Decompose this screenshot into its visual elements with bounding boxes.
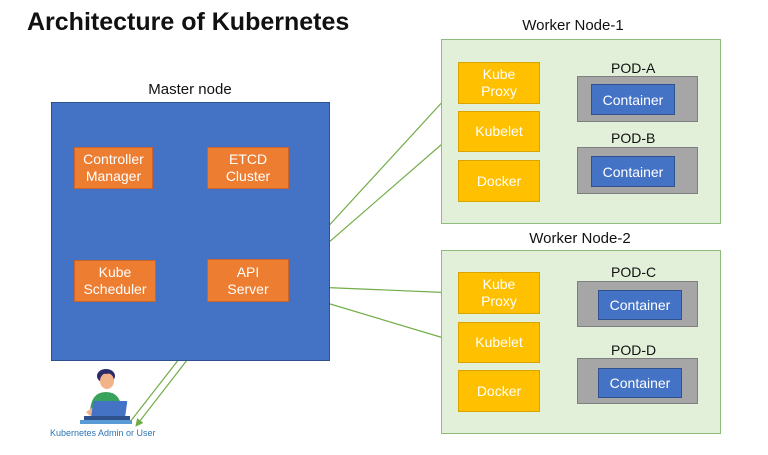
container-a: Container xyxy=(591,84,675,115)
worker-node-2-label: Worker Node-2 xyxy=(529,230,631,247)
controller-manager: Controller Manager xyxy=(74,147,153,189)
pod-a-label: POD-A xyxy=(611,60,656,76)
kube-proxy-1: Kube Proxy xyxy=(458,62,540,104)
docker-2-label: Docker xyxy=(476,382,522,399)
api-server: API Server xyxy=(207,259,289,302)
kube-proxy-2-line2: Proxy xyxy=(481,293,517,309)
pod-c-label: POD-C xyxy=(611,264,657,280)
kube-proxy-2-line1: Kube xyxy=(482,276,516,292)
kubelet-2: Kubelet xyxy=(458,322,540,363)
worker-node-1-label: Worker Node-1 xyxy=(522,17,624,34)
scheduler-line2: Scheduler xyxy=(83,281,147,297)
pod-b-label: POD-B xyxy=(611,130,656,146)
container-b: Container xyxy=(591,156,675,187)
etcd-cluster: ETCD Cluster xyxy=(207,147,289,189)
kubelet-2-label: Kubelet xyxy=(475,334,523,350)
pod-d-label: POD-D xyxy=(611,342,657,358)
scheduler-line1: Kube xyxy=(98,264,132,280)
kube-proxy-1-line2: Proxy xyxy=(481,83,517,99)
kube-proxy-2: Kube Proxy xyxy=(458,272,540,314)
kubelet-1-label: Kubelet xyxy=(475,123,523,139)
container-c: Container xyxy=(598,290,682,320)
etcd-line1: ETCD xyxy=(228,151,268,167)
kube-scheduler: Kube Scheduler xyxy=(74,260,156,302)
container-d: Container xyxy=(598,368,682,398)
docker-2: Docker xyxy=(458,370,540,412)
kube-proxy-1-line1: Kube xyxy=(482,66,516,82)
docker-1-label: Docker xyxy=(476,172,522,189)
api-server-line1: API xyxy=(236,263,260,280)
master-node-label: Master node xyxy=(148,81,232,98)
controller-manager-line2: Manager xyxy=(85,168,142,184)
admin-label: Kubernetes Admin or User xyxy=(50,428,156,438)
docker-1: Docker xyxy=(458,160,540,202)
master-node xyxy=(51,102,330,361)
controller-manager-line1: Controller xyxy=(83,151,144,167)
kubelet-1: Kubelet xyxy=(458,111,540,152)
etcd-line2: Cluster xyxy=(225,168,271,184)
api-server-line2: Server xyxy=(227,280,269,297)
page-title: Architecture of Kubernetes xyxy=(27,8,350,36)
user-with-laptop-icon xyxy=(76,368,136,426)
